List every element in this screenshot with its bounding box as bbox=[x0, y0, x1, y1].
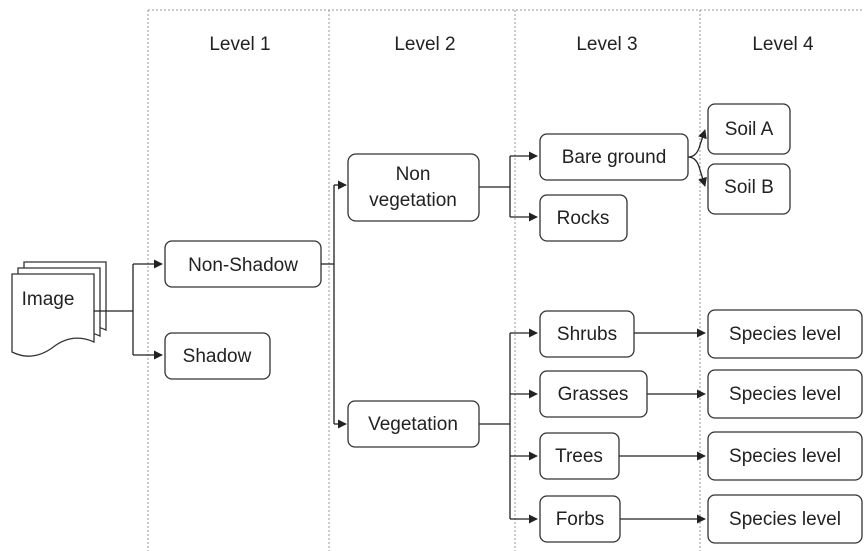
non-shadow-label: Non-Shadow bbox=[188, 255, 298, 276]
grasses-node: Grasses bbox=[539, 370, 648, 418]
shadow-label: Shadow bbox=[183, 346, 252, 367]
level-1-header: Level 1 bbox=[209, 34, 270, 55]
species-level-label: Species level bbox=[729, 509, 841, 530]
level-2-header: Level 2 bbox=[394, 34, 455, 55]
non-vegetation-label-line1: Non bbox=[396, 164, 431, 185]
vegetation-node: Vegetation bbox=[347, 400, 480, 448]
vegetation-label: Vegetation bbox=[368, 414, 458, 435]
grasses-species-node: Species level bbox=[707, 369, 863, 419]
column-dividers bbox=[147, 9, 864, 551]
trees-node: Trees bbox=[539, 432, 620, 480]
non-vegetation-node: Non vegetation bbox=[347, 153, 480, 222]
non-shadow-node: Non-Shadow bbox=[164, 240, 322, 288]
soil-a-label: Soil A bbox=[725, 119, 774, 140]
soil-b-node: Soil B bbox=[707, 163, 791, 215]
image-label: Image bbox=[22, 289, 75, 310]
forbs-node: Forbs bbox=[539, 495, 621, 543]
connectors bbox=[94, 129, 707, 524]
shrubs-species-node: Species level bbox=[707, 309, 863, 359]
soil-b-label: Soil B bbox=[724, 177, 774, 198]
rocks-node: Rocks bbox=[539, 194, 628, 242]
soil-a-node: Soil A bbox=[707, 103, 791, 155]
trees-species-node: Species level bbox=[707, 431, 863, 481]
species-level-label: Species level bbox=[729, 384, 841, 405]
bare-ground-label: Bare ground bbox=[562, 147, 667, 168]
species-level-label: Species level bbox=[729, 446, 841, 467]
image-document-icon: Image bbox=[11, 261, 107, 357]
level-4-header: Level 4 bbox=[752, 34, 814, 55]
trees-label: Trees bbox=[555, 446, 603, 467]
grasses-label: Grasses bbox=[558, 384, 629, 405]
non-vegetation-label-line2: vegetation bbox=[369, 190, 457, 211]
shrubs-label: Shrubs bbox=[557, 324, 617, 345]
level-3-header: Level 3 bbox=[576, 34, 637, 55]
rocks-label: Rocks bbox=[557, 208, 610, 229]
bare-ground-node: Bare ground bbox=[539, 133, 689, 181]
forbs-label: Forbs bbox=[556, 509, 605, 530]
forbs-species-node: Species level bbox=[707, 494, 863, 544]
shrubs-node: Shrubs bbox=[539, 310, 635, 358]
shadow-node: Shadow bbox=[164, 332, 271, 380]
species-level-label: Species level bbox=[729, 324, 841, 345]
